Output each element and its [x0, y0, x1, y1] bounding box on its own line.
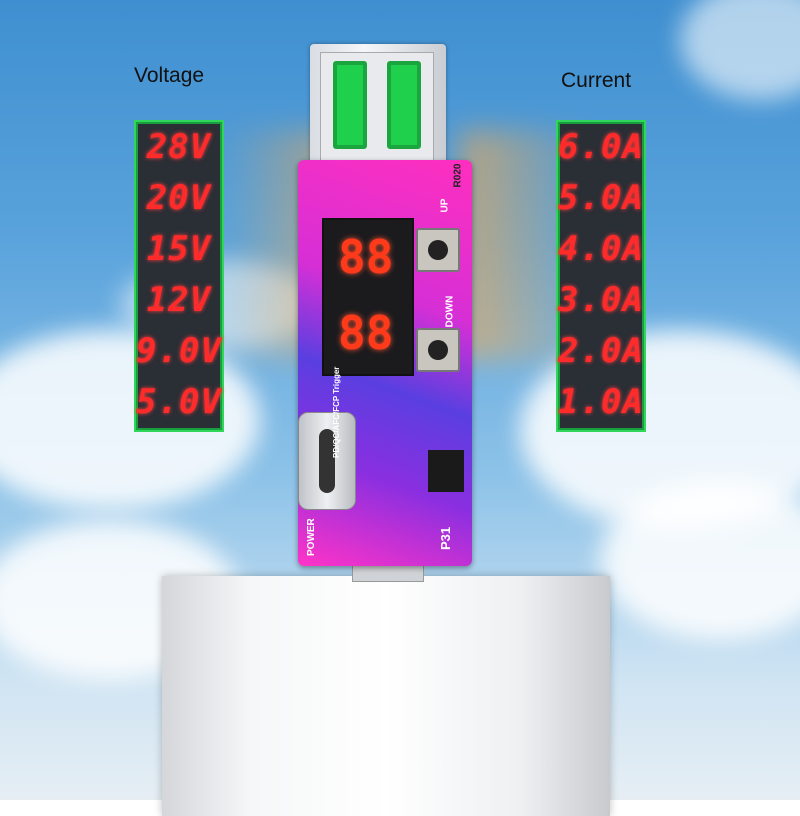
- trigger-board: 88 88 UP DOWN R020 PD/QC/AFC/FCP Trigger…: [298, 160, 472, 566]
- usb-pin: [333, 61, 367, 149]
- current-value: 4.0A: [558, 229, 644, 269]
- down-button[interactable]: [416, 328, 460, 372]
- model-label: P31: [438, 526, 453, 550]
- power-label: POWER: [306, 518, 317, 556]
- voltage-label: Voltage: [134, 64, 205, 87]
- current-panel: 6.0A 5.0A 4.0A 3.0A 2.0A 1.0A: [556, 120, 646, 432]
- led-display: 88 88: [322, 218, 414, 376]
- usb-c-port: [298, 412, 356, 510]
- current-label: Current: [561, 69, 632, 92]
- down-label: DOWN: [444, 295, 456, 328]
- voltage-value: 20V: [146, 178, 212, 218]
- current-value: 6.0A: [558, 127, 644, 167]
- voltage-panel: 28V 20V 15V 12V 9.0V 5.0V: [134, 120, 224, 432]
- voltage-value: 28V: [146, 127, 212, 167]
- current-value: 5.0A: [558, 178, 644, 218]
- cloud: [600, 480, 800, 640]
- current-value: 3.0A: [558, 280, 644, 320]
- usb-pin: [387, 61, 421, 149]
- up-label: UP: [439, 198, 451, 213]
- trigger-label: PD/QC/AFC/FCP Trigger: [332, 366, 341, 458]
- voltage-value: 12V: [146, 280, 212, 320]
- chip-label: R020: [452, 163, 464, 188]
- current-value: 1.0A: [558, 382, 644, 422]
- voltage-value: 15V: [146, 229, 212, 269]
- display-top-digits: 88: [338, 230, 394, 284]
- display-bottom-digits: 88: [338, 306, 394, 360]
- regulator-chip: [428, 450, 464, 492]
- voltage-value: 5.0V: [136, 382, 222, 422]
- voltage-value: 9.0V: [136, 331, 222, 371]
- current-value: 2.0A: [558, 331, 644, 371]
- usb-charger: [162, 576, 610, 816]
- up-button[interactable]: [416, 228, 460, 272]
